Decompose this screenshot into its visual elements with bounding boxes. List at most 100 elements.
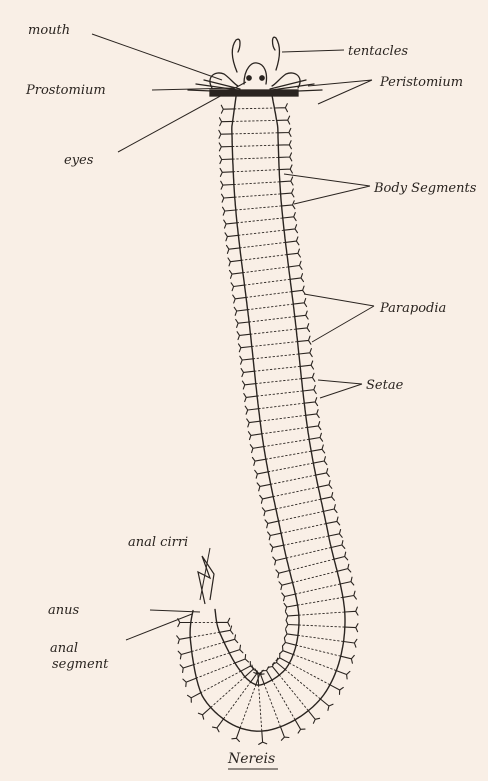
label-prostomium: Prostomium <box>25 83 106 98</box>
worm-body <box>177 95 358 744</box>
body-segment-line <box>276 499 321 509</box>
parapodium-left <box>224 220 237 228</box>
parapodium-right <box>281 727 289 741</box>
parapodium-right <box>290 274 303 282</box>
body-segment-line <box>233 157 279 159</box>
parapodium-left <box>280 646 294 654</box>
parapodium-right <box>286 237 299 245</box>
leader-tentacles <box>282 50 344 52</box>
palp-right <box>272 73 300 88</box>
body-segment-line <box>234 108 274 109</box>
parapodium-left <box>262 508 276 516</box>
body-segment-line <box>268 463 313 472</box>
parapodium-right <box>178 619 191 627</box>
body-segment-line <box>243 267 289 273</box>
label-anus: anus <box>48 603 79 618</box>
parapodium-right <box>300 361 313 369</box>
parapodium-left <box>262 667 272 680</box>
diagram-title: Nereis <box>227 751 275 767</box>
parapodium-left <box>239 344 252 352</box>
parapodium-left <box>225 233 238 241</box>
parapodium-right <box>334 552 348 560</box>
parapodium-right <box>278 141 291 149</box>
parapodium-left <box>234 307 247 315</box>
label-tentacles: tentacles <box>348 44 408 59</box>
parapodium-right <box>279 153 292 161</box>
parapodium-right <box>344 639 357 647</box>
body-segment-line <box>190 632 219 637</box>
tentacle-right <box>273 37 280 70</box>
parapodium-right <box>299 349 312 357</box>
parapodium-left <box>284 603 298 611</box>
parapodium-right <box>295 720 305 733</box>
body-segment-line <box>248 304 294 310</box>
body-segment-line <box>232 133 278 134</box>
parapodium-left <box>230 270 243 278</box>
label-mouth: mouth <box>28 23 70 38</box>
parapodium-right <box>280 177 293 185</box>
parapodium-right <box>304 398 317 406</box>
body-segment-line <box>254 366 300 371</box>
parapodium-right <box>340 577 354 585</box>
body-segment-line <box>298 597 343 605</box>
body-segment-line <box>295 584 340 594</box>
tentacle-left <box>232 39 240 72</box>
parapodium-right <box>309 433 322 441</box>
parapodium-left <box>242 381 255 389</box>
parapodium-right <box>296 324 309 332</box>
parapodium-right <box>318 481 332 489</box>
parapodium-right <box>282 201 295 209</box>
worm-head <box>188 37 322 96</box>
body-segment-line <box>271 475 316 484</box>
parapodium-right <box>321 493 335 501</box>
parapodium-right <box>278 128 291 136</box>
prostomium <box>244 63 267 84</box>
parapodium-right <box>259 731 267 744</box>
parapodium-right <box>329 530 343 538</box>
label-eyes: eyes <box>64 153 94 168</box>
body-segment-line <box>266 451 311 459</box>
parapodium-left <box>229 645 243 653</box>
parapodium-right <box>324 505 338 513</box>
body-segment-line <box>279 675 308 711</box>
parapodium-right <box>313 457 327 465</box>
body-segment-line <box>252 342 298 347</box>
body-segment-line <box>253 354 299 359</box>
body-segment-line <box>285 670 320 700</box>
body-segment-line <box>257 391 303 396</box>
body-segment-line <box>245 279 291 285</box>
body-segment-line <box>259 685 262 731</box>
body-segment-line <box>290 559 335 570</box>
parapodium-right <box>180 665 194 673</box>
parapodium-left <box>282 593 296 601</box>
parapodium-right <box>337 564 351 572</box>
parapodium-right <box>298 336 311 344</box>
parapodium-right <box>336 671 350 679</box>
parapodium-left <box>248 432 261 440</box>
body-segment-line <box>262 427 308 433</box>
leader-setae <box>318 380 362 398</box>
parapodium-left <box>235 655 249 664</box>
body-segment-line <box>211 677 245 708</box>
body-segment-line <box>194 653 230 665</box>
parapodium-left <box>286 620 299 628</box>
parapodium-right <box>279 165 292 173</box>
parapodium-right <box>284 225 297 233</box>
leader-mouth <box>92 34 222 80</box>
parapodium-right <box>330 685 343 695</box>
parapodium-right <box>198 708 210 720</box>
label-anal-cirri: anal cirri <box>128 535 188 550</box>
body-segment-line <box>249 317 295 322</box>
parapodium-right <box>213 719 224 732</box>
parapodium-left <box>265 520 279 528</box>
parapodium-right <box>311 445 325 453</box>
label-peristomium: Peristomium <box>379 75 463 90</box>
body-segment-line <box>232 145 278 146</box>
body-segment-line <box>259 403 305 409</box>
parapodium-right <box>308 711 319 724</box>
parapodium-right <box>274 104 287 112</box>
parapodium-left <box>223 207 236 215</box>
eye <box>247 76 251 80</box>
